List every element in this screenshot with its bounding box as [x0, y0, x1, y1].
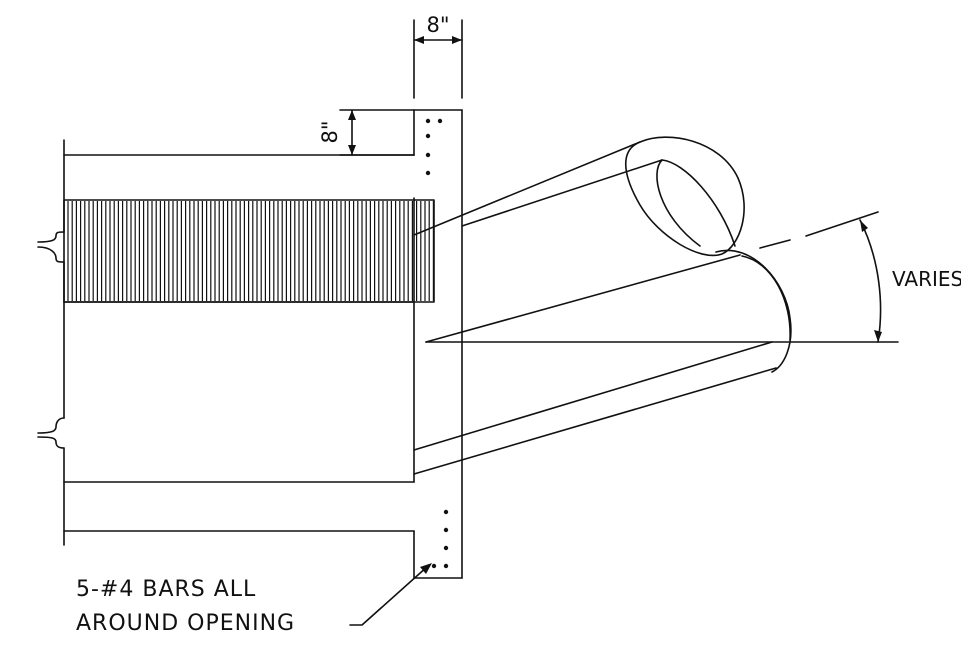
note-leader [349, 563, 432, 626]
dim-top-label: 8" [426, 13, 449, 37]
hatched-band [63, 199, 435, 303]
hatch-lines [67, 201, 434, 301]
break-symbol-lower [37, 417, 65, 449]
vertical-wall [413, 109, 463, 579]
top-dimension: 8" [413, 13, 463, 99]
dim-left-label: 8" [318, 120, 342, 143]
note-line-2: AROUND OPENING [76, 611, 295, 636]
break-symbol-upper [37, 231, 65, 263]
note-line-1: 5-#4 BARS ALL [76, 577, 256, 602]
rebar-dots [425, 118, 449, 569]
pipe [413, 136, 899, 475]
left-dimension: 8" [318, 109, 415, 156]
angle-label: VARIES [892, 267, 961, 291]
angle-dimension: VARIES [859, 219, 961, 343]
